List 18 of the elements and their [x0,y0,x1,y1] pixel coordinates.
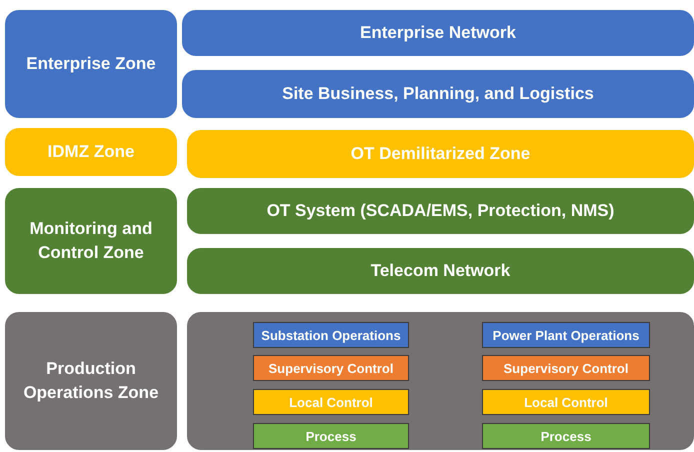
layer-bar: Telecom Network [187,248,694,294]
layer-bar: OT System (SCADA/EMS, Protection, NMS) [187,188,694,234]
layer-bar: OT Demilitarized Zone [187,130,694,178]
layer-bar: Site Business, Planning, and Logistics [182,70,694,118]
level-box: Power Plant Operations [482,322,650,348]
layer-bar: Enterprise Network [182,10,694,56]
zone-box: Enterprise Zone [5,10,177,118]
layer-panel [187,312,694,450]
zone-box: IDMZ Zone [5,128,177,176]
level-box: Substation Operations [253,322,409,348]
zone-box: Production Operations Zone [5,312,177,450]
level-box: Local Control [253,389,409,415]
zone-box: Monitoring and Control Zone [5,188,177,294]
level-box: Process [482,423,650,449]
level-box: Process [253,423,409,449]
level-box: Local Control [482,389,650,415]
level-box: Supervisory Control [253,355,409,381]
level-box: Supervisory Control [482,355,650,381]
